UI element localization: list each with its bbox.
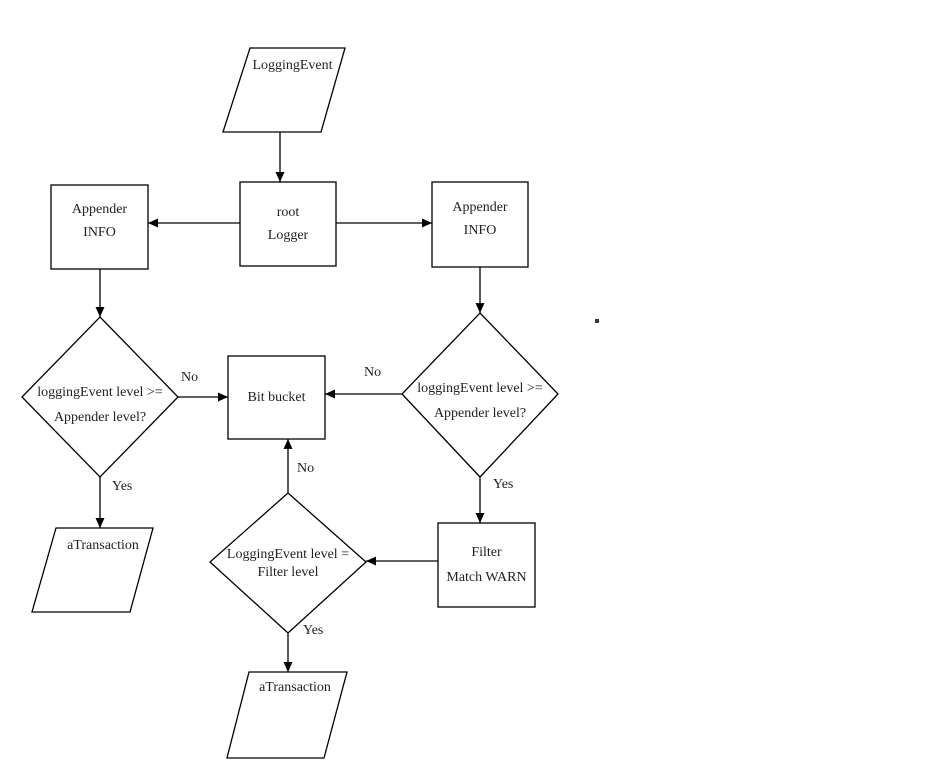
node-root-logger: root Logger	[240, 184, 336, 264]
edge-label-decision-right-no: No	[364, 365, 382, 380]
node-decision-filter-line1: LoggingEvent level =	[226, 547, 350, 562]
edge-label-decision-left-no: No	[181, 370, 199, 385]
node-transaction-bottom-label: aTransaction	[259, 680, 331, 695]
node-appender-left-line1: Appender	[71, 201, 128, 217]
node-transaction-bottom: aTransaction	[249, 678, 341, 698]
node-filter-match: Filter Match WARN	[438, 528, 535, 602]
node-appender-left-line2: INFO	[83, 224, 116, 240]
node-transaction-left-label: aTransaction	[67, 538, 139, 553]
shape-logging-event-parallelogram	[222, 47, 346, 133]
node-filter-match-line1: Filter	[471, 544, 502, 560]
shape-root-logger-rect	[239, 181, 337, 267]
edge-label-decision-filter-yes: Yes	[303, 623, 324, 638]
node-decision-right: loggingEvent level >= Appender level?	[402, 376, 558, 426]
node-decision-right-line2: Appender level?	[433, 405, 527, 421]
node-decision-filter-line2: Filter level	[257, 565, 319, 580]
node-appender-left: Appender INFO	[51, 185, 148, 257]
node-decision-left: loggingEvent level >= Appender level?	[22, 380, 178, 430]
node-root-logger-line2: Logger	[267, 227, 309, 243]
node-appender-right-line1: Appender	[452, 199, 508, 215]
node-appender-right-line2: INFO	[463, 222, 497, 238]
node-decision-filter: LoggingEvent level = Filter level	[210, 546, 366, 582]
shape-transaction-bottom-parallelogram	[226, 671, 348, 759]
node-decision-left-line1: loggingEvent level >=	[37, 384, 163, 400]
node-transaction-left: aTransaction	[55, 536, 151, 556]
node-root-logger-line1: root	[276, 204, 300, 220]
shape-transaction-left-parallelogram	[31, 527, 154, 613]
node-decision-right-line1: loggingEvent level >=	[417, 380, 543, 396]
node-decision-left-line2: Appender level?	[53, 409, 147, 425]
node-bit-bucket-label: Bit bucket	[247, 389, 306, 405]
node-logging-event: LoggingEvent	[245, 54, 340, 78]
edge-label-decision-filter-no: No	[297, 461, 315, 476]
node-logging-event-label: LoggingEvent	[252, 58, 333, 73]
edge-label-decision-left-yes: Yes	[112, 479, 133, 494]
stray-dot	[595, 319, 599, 323]
node-appender-right: Appender INFO	[432, 182, 528, 256]
edge-label-decision-right-yes: Yes	[493, 477, 514, 492]
node-filter-match-line2: Match WARN	[446, 569, 527, 585]
shape-filter-rect	[437, 522, 536, 608]
node-bit-bucket: Bit bucket	[228, 356, 325, 439]
